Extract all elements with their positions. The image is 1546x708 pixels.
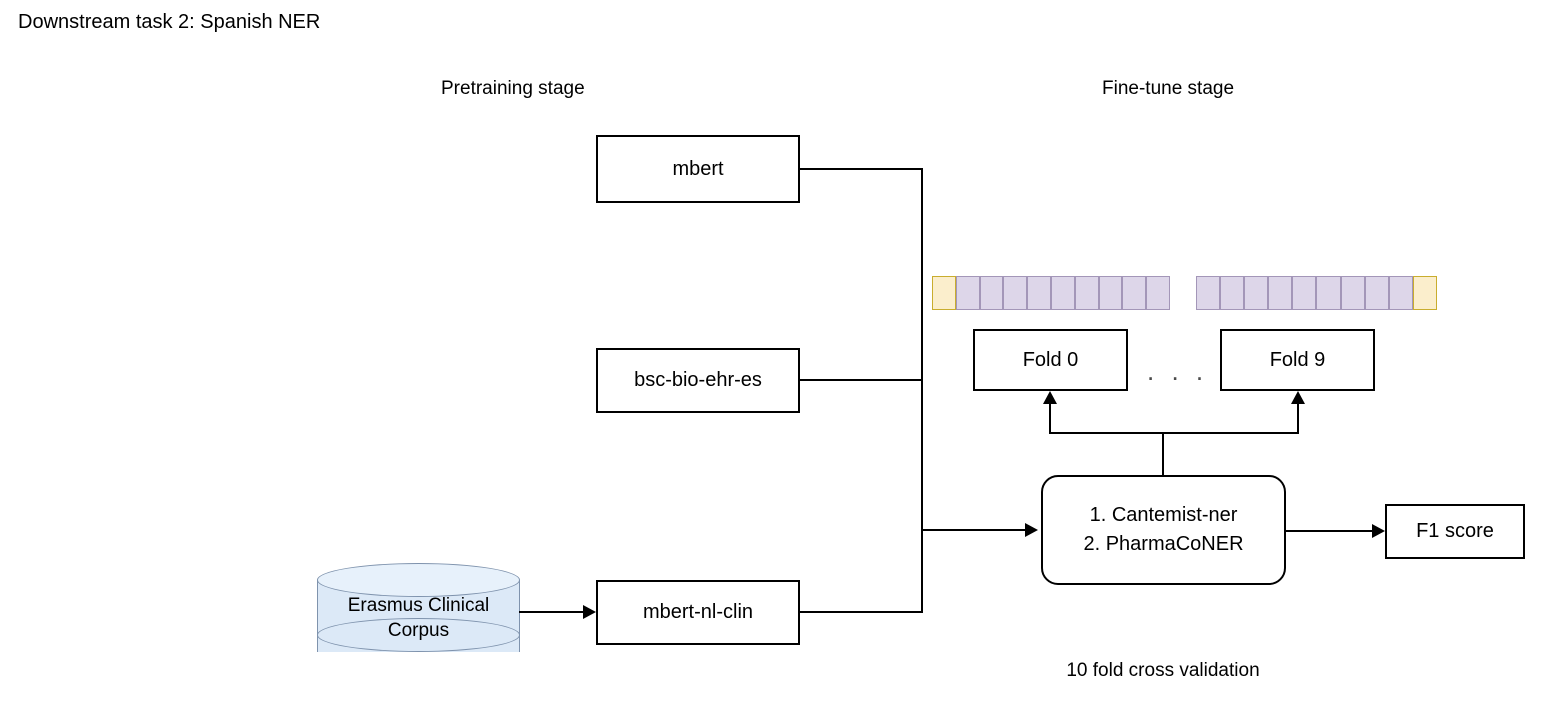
cylinder-bottom-ellipse [317,618,520,652]
fold-cell-train [1340,276,1365,310]
model-box-mbert-nl-clin-label: mbert-nl-clin [642,601,754,623]
fold-cell-train [1220,276,1245,310]
task-item-1: 1. Cantemist-ner [1089,504,1238,526]
fold-cell-test [1412,276,1437,310]
database-cylinder-erasmus-clinical-corpus: Erasmus Clinical Corpus [317,563,520,669]
fold-box-last[interactable]: Fold 9 [1220,329,1375,391]
edge-tasks-to-f1 [1286,530,1372,532]
fold-cell-train [1027,276,1051,310]
fold-cell-train [1003,276,1028,310]
fold-cell-train [1292,276,1317,310]
fold-cell-train [979,276,1004,310]
model-box-bsc-bio-ehr-es-label: bsc-bio-ehr-es [634,369,762,391]
cylinder-label-line1: Erasmus Clinical [347,595,490,616]
edge-bus-to-tasks-arrowhead [1025,523,1038,537]
model-box-mbert-nl-clin[interactable]: mbert-nl-clin [596,580,800,645]
edge-to-fold-last-arrowhead [1291,391,1305,404]
edge-corpus-to-mbert-nl-clin [519,611,583,613]
fold-cell-train [1050,276,1075,310]
metric-box-f1-score-label: F1 score [1416,520,1494,542]
fold-box-first[interactable]: Fold 0 [973,329,1128,391]
edge-bus-to-tasks [921,529,1025,531]
cylinder-label: Erasmus Clinical Corpus [317,593,520,643]
cross-validation-caption: 10 fold cross validation Train: Test 9:1 [1013,632,1313,708]
fold-cell-train [955,276,980,310]
cross-validation-caption-line1: 10 fold cross validation [1066,660,1260,681]
edge-tasks-to-folds-stem [1162,432,1164,476]
connector-bus-vertical [921,168,923,613]
fold-cell-train [1098,276,1123,310]
stage-label-finetune: Fine-tune stage [1102,78,1235,99]
edge-mbert-nl-clin-to-bus [799,611,923,613]
cylinder-label-line2: Corpus [387,620,450,641]
fold-cell-train [1388,276,1413,310]
fold-ellipsis: . . . [1147,356,1209,386]
metric-box-f1-score[interactable]: F1 score [1385,504,1525,559]
fold-cell-train [1268,276,1293,310]
fold-strip-train-first [932,276,1170,310]
model-box-mbert[interactable]: mbert [596,135,800,203]
task-box-downstream-datasets[interactable]: 1. Cantemist-ner 2. PharmaCoNER [1041,475,1286,585]
model-box-mbert-label: mbert [672,157,724,180]
page-title: Downstream task 2: Spanish NER [18,11,321,33]
edge-tasks-to-folds-crossbar [1049,432,1299,434]
edge-tasks-to-f1-arrowhead [1372,524,1385,538]
model-box-bsc-bio-ehr-es[interactable]: bsc-bio-ehr-es [596,348,800,413]
edge-to-fold-last-riser [1297,404,1299,434]
edge-corpus-to-mbert-nl-clin-arrowhead [583,605,596,619]
edge-to-fold-first-arrowhead [1043,391,1057,404]
edge-mbert-to-bus [799,168,923,170]
fold-cell-train [1316,276,1341,310]
edge-bsc-bio-ehr-es-to-bus [799,379,923,381]
fold-cell-train [1122,276,1147,310]
fold-cell-train [1074,276,1099,310]
task-item-2: 2. PharmaCoNER [1083,533,1244,555]
fold-cell-test [932,276,956,310]
fold-cell-train [1244,276,1269,310]
fold-cell-train [1196,276,1221,310]
fold-strip-train-last [1196,276,1437,310]
fold-box-last-label: Fold 9 [1269,348,1326,371]
fold-cell-train [1364,276,1389,310]
fold-cell-train [1146,276,1170,310]
fold-box-first-label: Fold 0 [1022,348,1079,371]
edge-to-fold-first-riser [1049,404,1051,434]
cylinder-top-ellipse [317,563,520,597]
stage-label-pretraining: Pretraining stage [441,78,585,99]
